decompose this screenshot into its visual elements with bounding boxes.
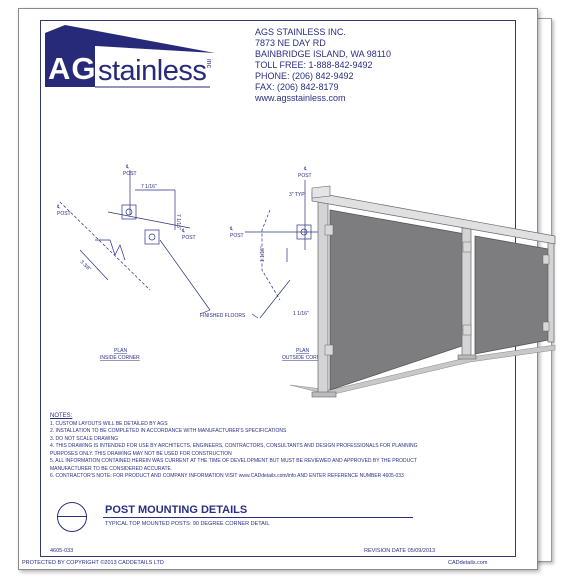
plan-right-typ: 3" TYP xyxy=(289,192,305,198)
title-block: POST MOUNTING DETAILS TYPICAL TOP MOUNTE… xyxy=(45,500,475,540)
plan-right-post-left: POST xyxy=(230,233,244,239)
glass-panel-right xyxy=(474,235,549,355)
title-underline xyxy=(103,517,413,518)
plan-outside-corner xyxy=(245,180,320,319)
notes-heading: NOTES: xyxy=(50,413,73,419)
plan-inside-corner xyxy=(59,170,211,311)
plan-left-post-top: POST xyxy=(123,171,137,177)
plan-left-cl-left: ℄ xyxy=(56,204,61,210)
logo-text-ags: AGS xyxy=(48,51,119,86)
base-plate-front xyxy=(311,391,337,398)
company-web: www.agsstainless.com xyxy=(255,93,346,103)
plan-left-post-left: POST xyxy=(57,211,71,217)
company-address-1: 7873 NE DAY RD xyxy=(255,38,326,48)
drawing-title: POST MOUNTING DETAILS xyxy=(105,504,248,516)
base-plate-middle xyxy=(457,354,477,360)
plan-left-post-right: POST xyxy=(182,235,196,241)
plan-left-subtitle: INSIDE CORNER xyxy=(100,355,140,361)
plan-left-cl-right: ℄ xyxy=(181,228,186,234)
note-item: 6. CONTRACTOR'S NOTE: FOR PRODUCT AND CO… xyxy=(50,473,404,479)
company-tollfree: TOLL FREE: 1-888-842-9492 xyxy=(255,60,373,70)
post-plate-3 xyxy=(296,224,312,240)
copyright-notice: PROTECTED BY COPYRIGHT ©2013 CADDETAILS … xyxy=(22,560,164,566)
plan-left-dim-b: 7 1/16" xyxy=(175,214,181,230)
revision-date: REVISION DATE 05/09/2013 xyxy=(364,548,436,554)
railing-3d-illustration xyxy=(289,185,556,398)
plan-right-cl-top: ℄ xyxy=(303,166,308,172)
company-name: AGS STAINLESS INC. xyxy=(255,27,346,37)
company-address-2: BAINBRIDGE ISLAND, WA 98110 xyxy=(255,49,392,59)
note-item: 1. CUSTOM LAYOUTS WILL BE DETAILED BY AG… xyxy=(50,420,168,427)
post-plate-1 xyxy=(121,204,137,220)
drawing-subtitle: TYPICAL TOP MOUNTED POSTS: 90 DEGREE COR… xyxy=(105,521,270,527)
plan-left-cl-top: ℄ xyxy=(125,164,130,170)
plan-right-dim-b: 1 1/16" xyxy=(293,311,309,317)
note-item: 4. THIS DRAWING IS INTENDED FOR USE BY A… xyxy=(50,443,418,457)
site-link[interactable]: CADdetails.com xyxy=(448,560,488,566)
note-item: 2. INSTALLATION TO BE COMPLETED IN ACCOR… xyxy=(50,428,287,434)
sheet-number: 4605-033 xyxy=(50,548,74,554)
logo-text-inc: inc xyxy=(205,59,212,68)
logo-blue-block xyxy=(45,33,95,87)
plan-right-cl-left: ℄ xyxy=(229,226,234,232)
title-block-circle-icon xyxy=(57,502,87,532)
plan-right-dim-a: 1 1/16" xyxy=(260,246,266,262)
logo-roof-icon xyxy=(45,25,215,88)
plan-right-post-top: POST xyxy=(298,173,312,179)
plan-left-title: PLAN xyxy=(114,348,127,354)
plan-right-title: PLAN xyxy=(296,348,309,354)
notes-section: NOTES: 1. CUSTOM LAYOUTS WILL BE DETAILE… xyxy=(50,413,430,481)
note-item: 3. DO NOT SCALE DRAWING xyxy=(50,435,119,442)
plan-right-subtitle: OUTSIDE CORNER xyxy=(282,355,328,361)
note-item: 5. ALL INFORMATION CONTAINED HEREIN WAS … xyxy=(50,458,417,472)
company-fax: FAX: (206) 842-8179 xyxy=(255,82,339,92)
finished-floors-label: FINISHED FLOORS xyxy=(200,313,246,319)
post-plate-2 xyxy=(144,229,160,245)
company-info: AGS STAINLESS INC. 7873 NE DAY RD BAINBR… xyxy=(255,27,391,104)
logo-text-stainless: stainless xyxy=(98,55,207,87)
ags-logo: AGS stainless inc xyxy=(45,25,225,89)
plan-left-dim-a: 7 1/16" xyxy=(141,184,157,190)
company-phone: PHONE: (206) 842-9492 xyxy=(255,71,354,81)
